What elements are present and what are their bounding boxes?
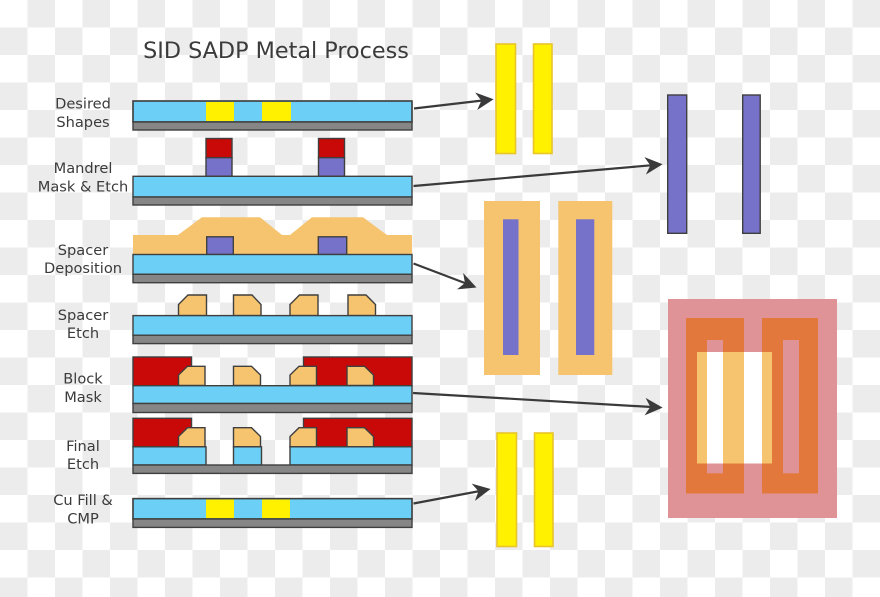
mandrel-resist [205,137,233,159]
mandrel-core-bar [576,219,595,355]
topdown-spacer-deposition [484,201,613,375]
spacer [177,294,208,317]
step-block-mask-cross-section [132,356,413,414]
spacer [289,427,318,448]
cu-line-bar [496,432,518,548]
topdown-cu-fill [496,432,554,548]
etched-metal-segment [132,446,207,466]
desired-line-shape [262,102,291,121]
step-labels: Desired Shapes Mandrel Mask & Etch Space… [38,96,128,528]
label-spacer-deposition-2: Deposition [44,260,122,277]
arrow-block-mask [412,391,663,416]
topdown-mandrel [667,94,761,235]
substrate [132,464,413,475]
label-desired-shapes-1: Desired [55,96,111,113]
topdown-block-mask [668,299,837,518]
spacer [232,365,262,387]
substrate [132,402,413,414]
topdown-desired-shapes [495,43,553,155]
mandrel-core-bar [503,219,519,355]
spacer-loop-hole [783,340,799,474]
mandrel-core [317,156,346,177]
substrate [132,518,413,529]
metal-layer [132,385,413,405]
exposed-spacer-strip [697,352,707,464]
substrate [132,196,413,206]
spacer [232,427,262,448]
cu-line [206,499,234,519]
mandrel-core [205,236,234,256]
etched-metal-segment [289,446,413,466]
cu-line-bar [533,432,554,548]
arrow-desired-shapes [413,92,494,110]
mandrel-bar [667,94,688,235]
arrows [412,92,663,505]
desired-line-bar [495,43,517,155]
substrate [132,334,413,345]
label-desired-shapes-2: Shapes [56,114,109,131]
mandrel-resist [317,137,346,159]
spacer [232,294,262,317]
spacer [289,294,319,317]
label-spacer-deposition-1: Spacer [58,242,108,259]
step-spacer-etch-cross-section [132,294,413,345]
label-final-etch-2: Etch [67,456,99,473]
label-cu-fill-2: CMP [67,510,99,527]
label-block-mask-2: Mask [64,389,102,406]
cu-line [262,499,290,519]
metal-layer [132,314,413,336]
step-mandrel-cross-section [132,137,413,206]
desired-line-shape [206,102,234,121]
step-cu-fill-cross-section [132,497,413,529]
label-block-mask-1: Block [63,371,103,388]
desired-line-bar [532,43,553,155]
label-cu-fill-1: Cu Fill & [53,492,113,509]
mandrel-bar [742,94,761,235]
label-mandrel-1: Mandrel [54,160,113,177]
spacer-film [133,217,412,255]
metal-layer [132,175,413,198]
step-final-etch-cross-section [132,417,413,475]
mandrel-core [317,236,348,256]
arrow-cu-fill [413,483,491,505]
label-spacer-etch-1: Spacer [58,307,108,324]
label-mandrel-2: Mask & Etch [38,178,128,195]
exposed-spacer-strip [723,352,744,464]
spacer [347,294,377,317]
arrow-spacer-deposition [413,262,477,290]
diagram-title: SID SADP Metal Process [143,38,409,64]
step-desired-shapes-cross-section [132,100,413,131]
substrate [132,121,413,131]
substrate [132,273,413,284]
spacer [289,365,318,387]
arrow-mandrel [413,157,663,188]
metal-layer [132,253,413,275]
exposed-spacer-strip [762,352,772,464]
mandrel-core [205,156,233,177]
label-spacer-etch-2: Etch [67,325,99,342]
label-final-etch-1: Final [66,438,100,455]
etched-metal-segment [232,446,263,466]
step-spacer-deposition-cross-section [132,217,413,284]
